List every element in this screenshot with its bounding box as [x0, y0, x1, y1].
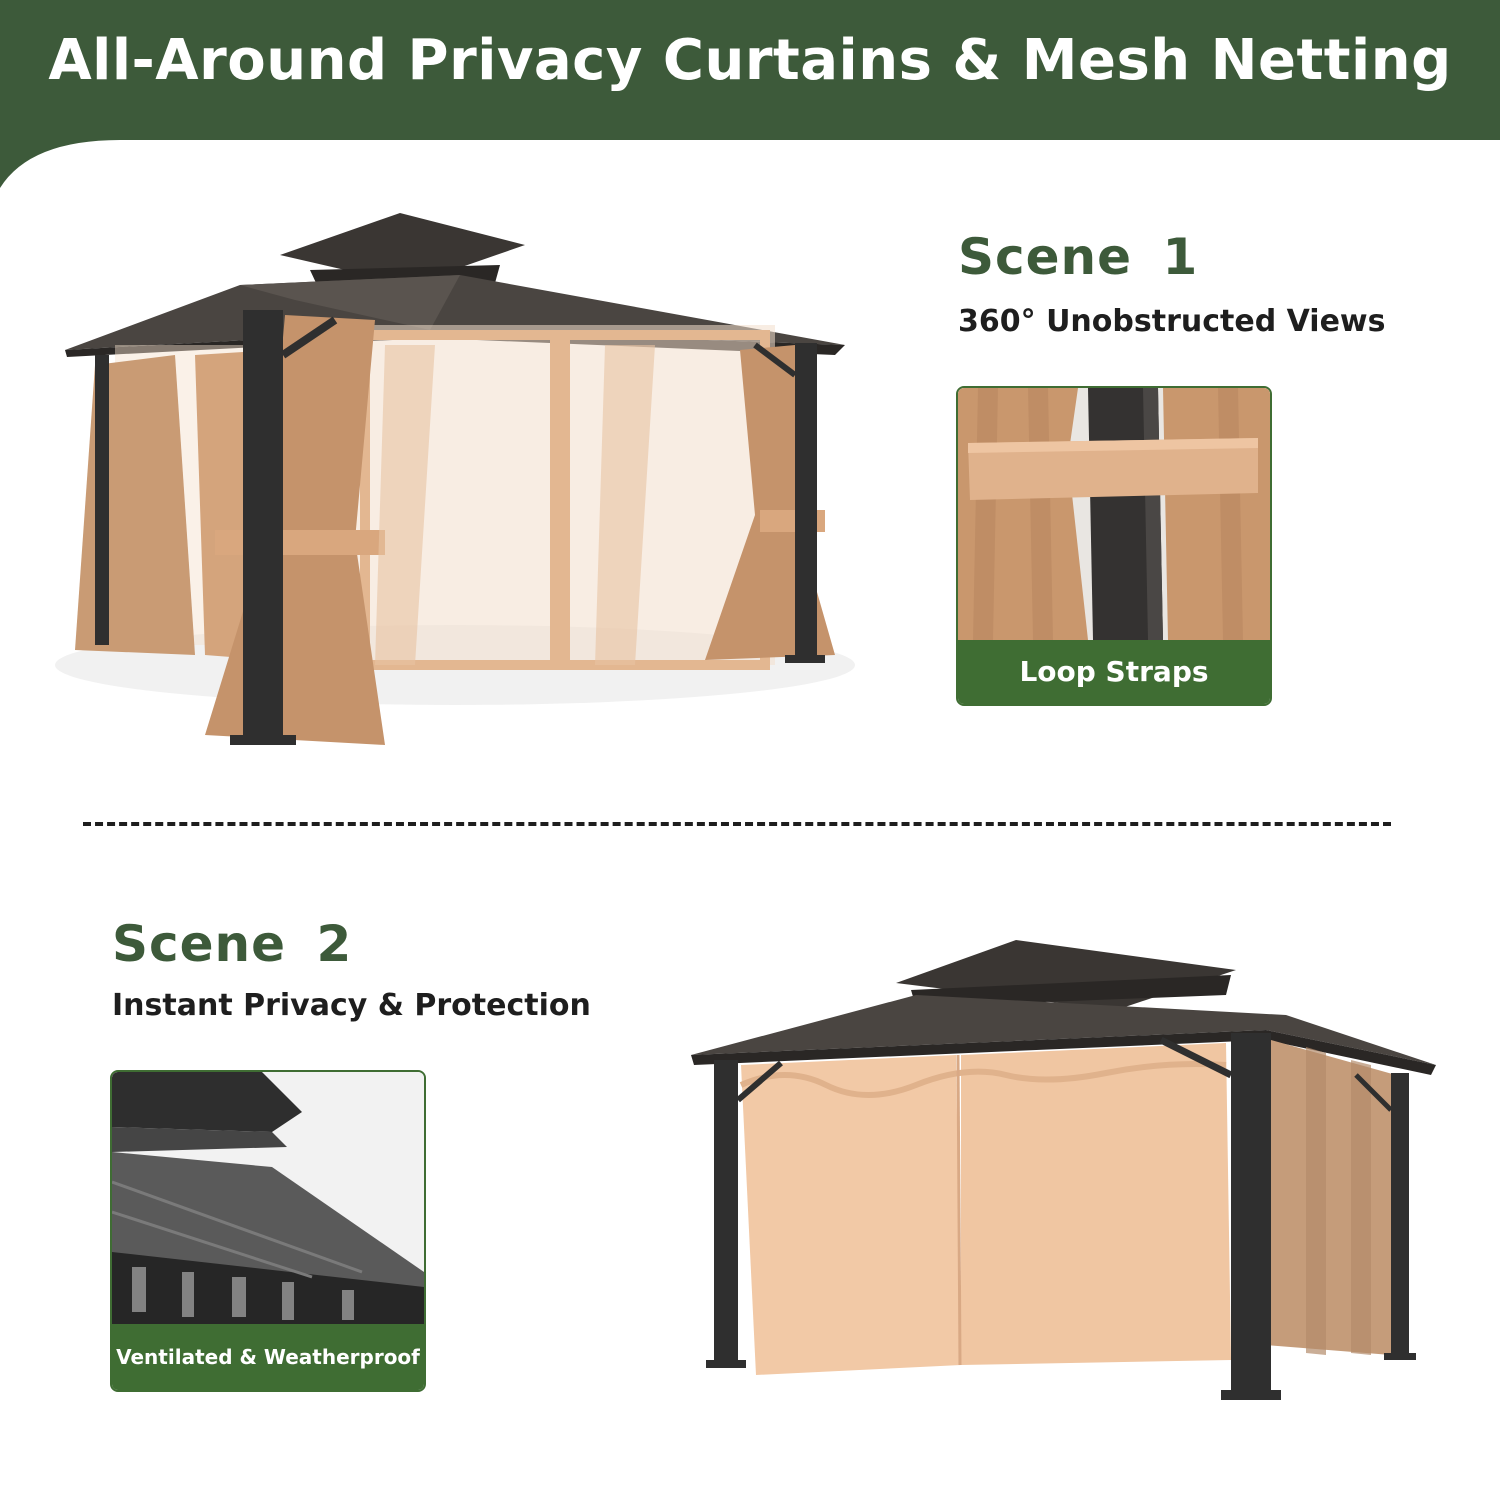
weatherproof-card: Ventilated & Weatherproof [110, 1070, 426, 1392]
scene1-title: Scene 1 [958, 228, 1199, 286]
banner-background [0, 0, 1500, 188]
header-banner: All-Around Privacy Curtains & Mesh Netti… [0, 0, 1500, 188]
loop-strap-photo [958, 388, 1270, 640]
scene1-subtitle: 360° Unobstructed Views [958, 304, 1386, 339]
scene2-title: Scene 2 [112, 915, 353, 973]
gazebo-closed-illustration [691, 940, 1436, 1400]
roof-rain-photo [112, 1072, 424, 1324]
loop-straps-caption: Loop Straps [958, 640, 1270, 704]
dashed-divider [83, 822, 1391, 826]
scene2-subtitle: Instant Privacy & Protection [112, 988, 591, 1023]
loop-straps-card: Loop Straps [956, 386, 1272, 706]
weatherproof-caption: Ventilated & Weatherproof [112, 1324, 424, 1390]
gazebo-open-illustration [55, 213, 855, 745]
page-title: All-Around Privacy Curtains & Mesh Netti… [48, 28, 1452, 93]
